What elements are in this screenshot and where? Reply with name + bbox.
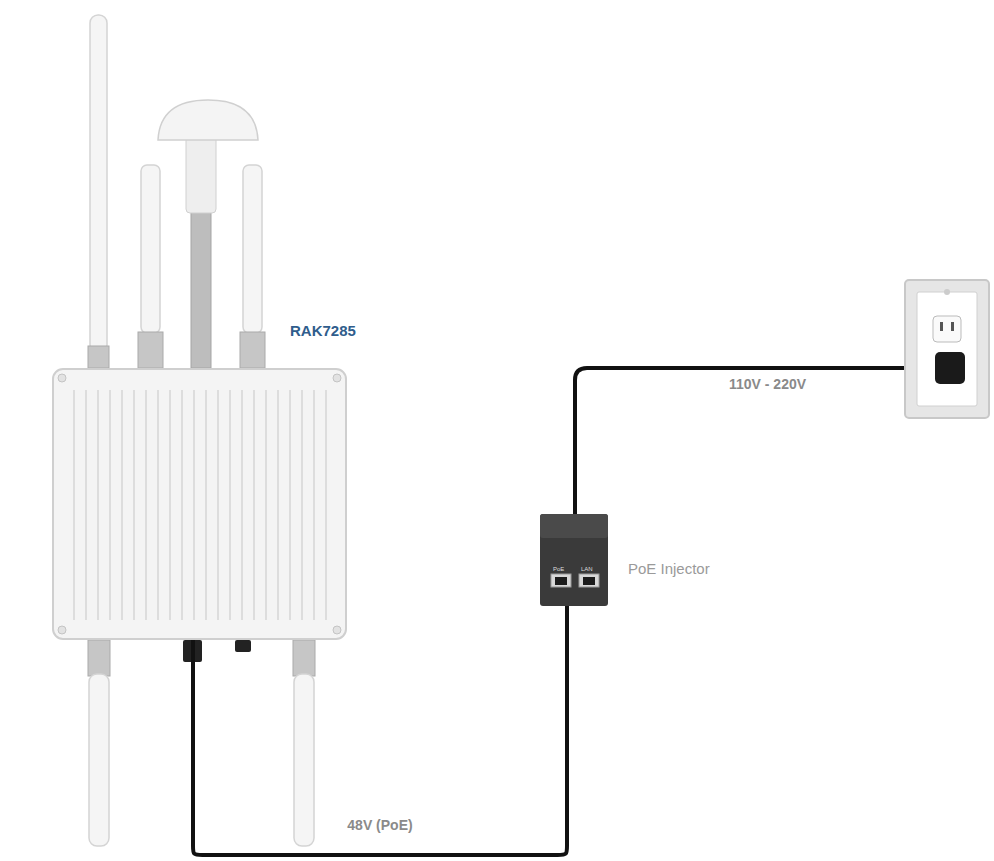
- poe-injector: PoELANPoE Injector: [540, 514, 608, 606]
- antenna: [243, 165, 262, 333]
- cooling-fin: [205, 390, 207, 620]
- cable-label: 48V (PoE): [345, 817, 414, 833]
- port-label: LAN: [581, 566, 593, 573]
- screw: [944, 289, 950, 295]
- cooling-fin: [193, 390, 195, 620]
- outlet-face: [917, 292, 977, 406]
- antenna-connector: [88, 640, 110, 676]
- power-cable: [575, 368, 940, 514]
- antenna-connector: [88, 346, 109, 368]
- cooling-fin: [229, 390, 231, 620]
- antenna-connector: [138, 332, 163, 368]
- port-label: PoE: [553, 566, 564, 573]
- cooling-fin: [253, 390, 255, 620]
- cooling-fin: [313, 390, 315, 620]
- antenna-connector: [293, 640, 315, 676]
- cable-gland: [235, 640, 251, 652]
- voltage-label: 110V - 220V: [727, 376, 808, 392]
- injector-body: [540, 514, 608, 606]
- cooling-fin: [277, 390, 279, 620]
- screw: [58, 374, 66, 382]
- poe-cable: [193, 606, 567, 855]
- cooling-fin: [157, 390, 159, 620]
- cooling-fin: [217, 390, 219, 620]
- device-name: RAK7285: [290, 322, 356, 339]
- ethernet-port: [579, 574, 599, 587]
- screw: [58, 626, 66, 634]
- cooling-fin: [121, 390, 123, 620]
- antenna: [294, 674, 314, 846]
- cooling-fin: [241, 390, 243, 620]
- port-opening: [555, 577, 567, 585]
- socket-slot: [951, 322, 954, 331]
- port-opening: [583, 577, 595, 585]
- cooling-fin: [169, 390, 171, 620]
- cooling-fin: [325, 390, 327, 620]
- injector-shape: [540, 514, 608, 606]
- antenna: [90, 15, 107, 353]
- ethernet-port: [551, 574, 571, 587]
- cooling-fin: [265, 390, 267, 620]
- socket-slot: [940, 322, 943, 331]
- cooling-fin: [97, 390, 99, 620]
- housing-body: [53, 369, 346, 639]
- screw: [333, 626, 341, 634]
- gateway-housing: RAK7285: [52, 368, 347, 640]
- plug: [935, 352, 965, 384]
- antenna: [141, 165, 160, 333]
- cooling-fin: [133, 390, 135, 620]
- screw: [333, 374, 341, 382]
- cooling-fin: [289, 390, 291, 620]
- gps-antenna: [158, 100, 258, 140]
- cooling-fin: [109, 390, 111, 620]
- wall-plate: [905, 280, 989, 418]
- gps-neck: [186, 135, 216, 213]
- antenna-connector: [240, 332, 265, 368]
- injector-top: [540, 514, 608, 538]
- cooling-fin: [145, 390, 147, 620]
- device-label: PoE Injector: [628, 560, 710, 577]
- housing-shape: [52, 368, 347, 640]
- socket: [933, 316, 961, 342]
- cooling-fin: [73, 390, 75, 620]
- antenna: [89, 674, 109, 846]
- cooling-fin: [301, 390, 303, 620]
- cooling-fin: [85, 390, 87, 620]
- cooling-fin: [181, 390, 183, 620]
